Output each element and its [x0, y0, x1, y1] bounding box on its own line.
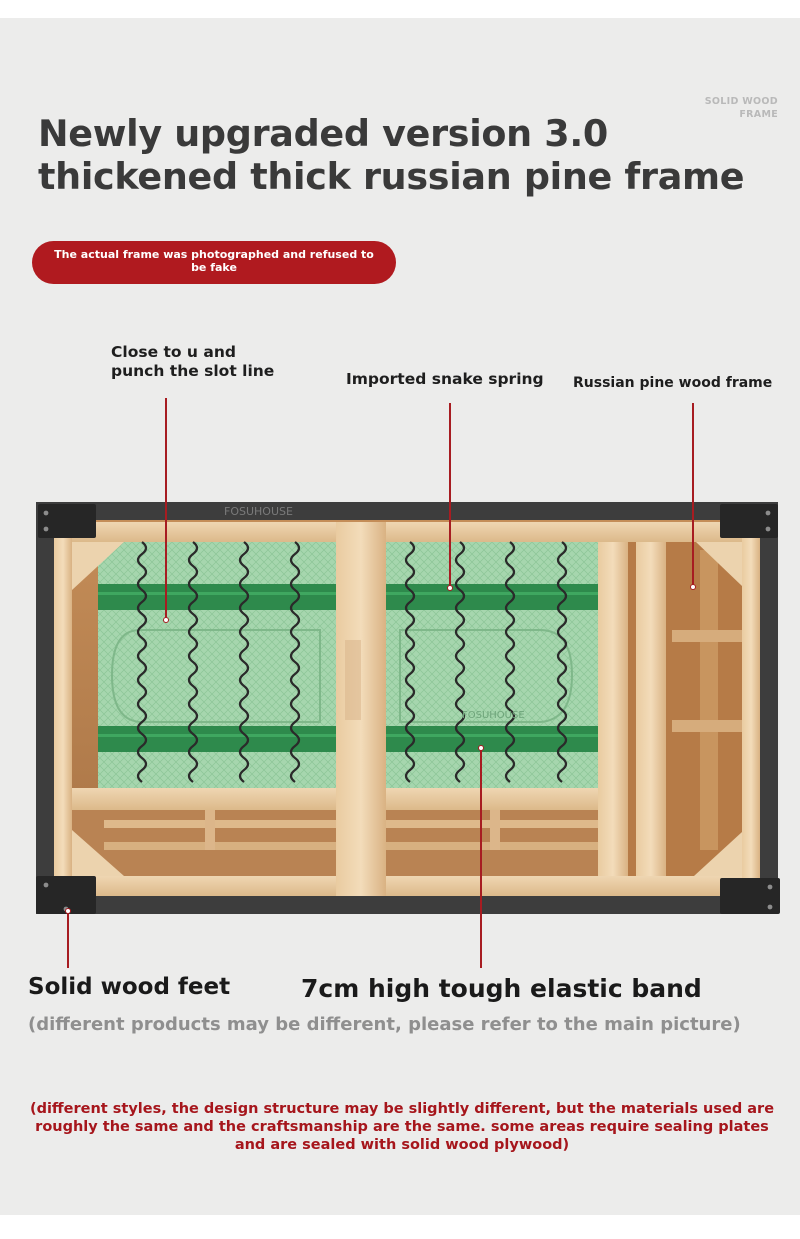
right-post [700, 550, 718, 850]
panel-brand: FOSUHOUSE [462, 710, 525, 721]
right-rail [742, 522, 760, 896]
corner-tag-line-2: FRAME [739, 109, 778, 120]
disclaimer-red: (different styles, the design structure … [29, 1101, 775, 1153]
bottom-rail [54, 876, 760, 896]
bottom-margin [0, 1215, 800, 1239]
label-elastic-band: 7cm high tough elastic band [301, 974, 702, 1003]
bed-frame-photo: FOSUHOUSE FOSUHOUSE [0, 502, 780, 914]
title-line-1: Newly upgraded version 3.0 [38, 112, 609, 155]
corner-brackets [36, 504, 780, 914]
leader-pine-frame [692, 403, 694, 587]
top-margin [0, 0, 800, 18]
leader-snake-spring-dot [447, 585, 453, 591]
callout-slot-line-2: punch the slot line [111, 362, 275, 380]
left-rail [54, 522, 72, 896]
corner-tag-line-1: SOLID WOOD [704, 96, 778, 107]
leader-feet [67, 912, 69, 968]
right-rung-1 [672, 630, 742, 642]
leader-feet-dot [65, 908, 71, 914]
top-rail [54, 522, 760, 542]
callout-pine-frame: Russian pine wood frame [573, 375, 773, 391]
callout-slot-line-1: Close to u and [111, 343, 236, 361]
callout-snake-spring: Imported snake spring [346, 370, 544, 388]
solid-wood-frame-tag: SOLID WOOD FRAME [658, 95, 778, 121]
right-divider-2 [636, 542, 666, 876]
authenticity-badge: The actual frame was photographed and re… [32, 241, 396, 284]
corner-brace-tr [696, 542, 742, 586]
right-rung-2 [672, 720, 742, 732]
page-title: Newly upgraded version 3.0 thickened thi… [38, 112, 758, 198]
leader-snake-spring [449, 403, 451, 588]
leader-slot-line [165, 398, 167, 620]
corner-brace-bl [72, 830, 124, 876]
corner-brace-br [694, 832, 742, 876]
disclaimer-gray: (different products may be different, pl… [28, 1014, 741, 1035]
leader-pine-frame-dot [690, 584, 696, 590]
corner-brace-tl [72, 542, 124, 590]
right-divider-1 [598, 542, 628, 876]
label-solid-wood-feet: Solid wood feet [28, 974, 231, 1000]
leader-elastic-band-dot [478, 745, 484, 751]
center-beam-stamp [345, 640, 361, 720]
leader-slot-line-dot [163, 617, 169, 623]
lower-post-1 [205, 810, 215, 850]
panel-seam-left [110, 629, 321, 723]
leader-elastic-band [480, 748, 482, 968]
frame-brand: FOSUHOUSE [224, 505, 293, 518]
lower-post-2 [490, 810, 500, 850]
title-line-2: thickened thick russian pine frame [38, 155, 745, 198]
callout-slot-line: Close to u and punch the slot line [111, 343, 274, 381]
